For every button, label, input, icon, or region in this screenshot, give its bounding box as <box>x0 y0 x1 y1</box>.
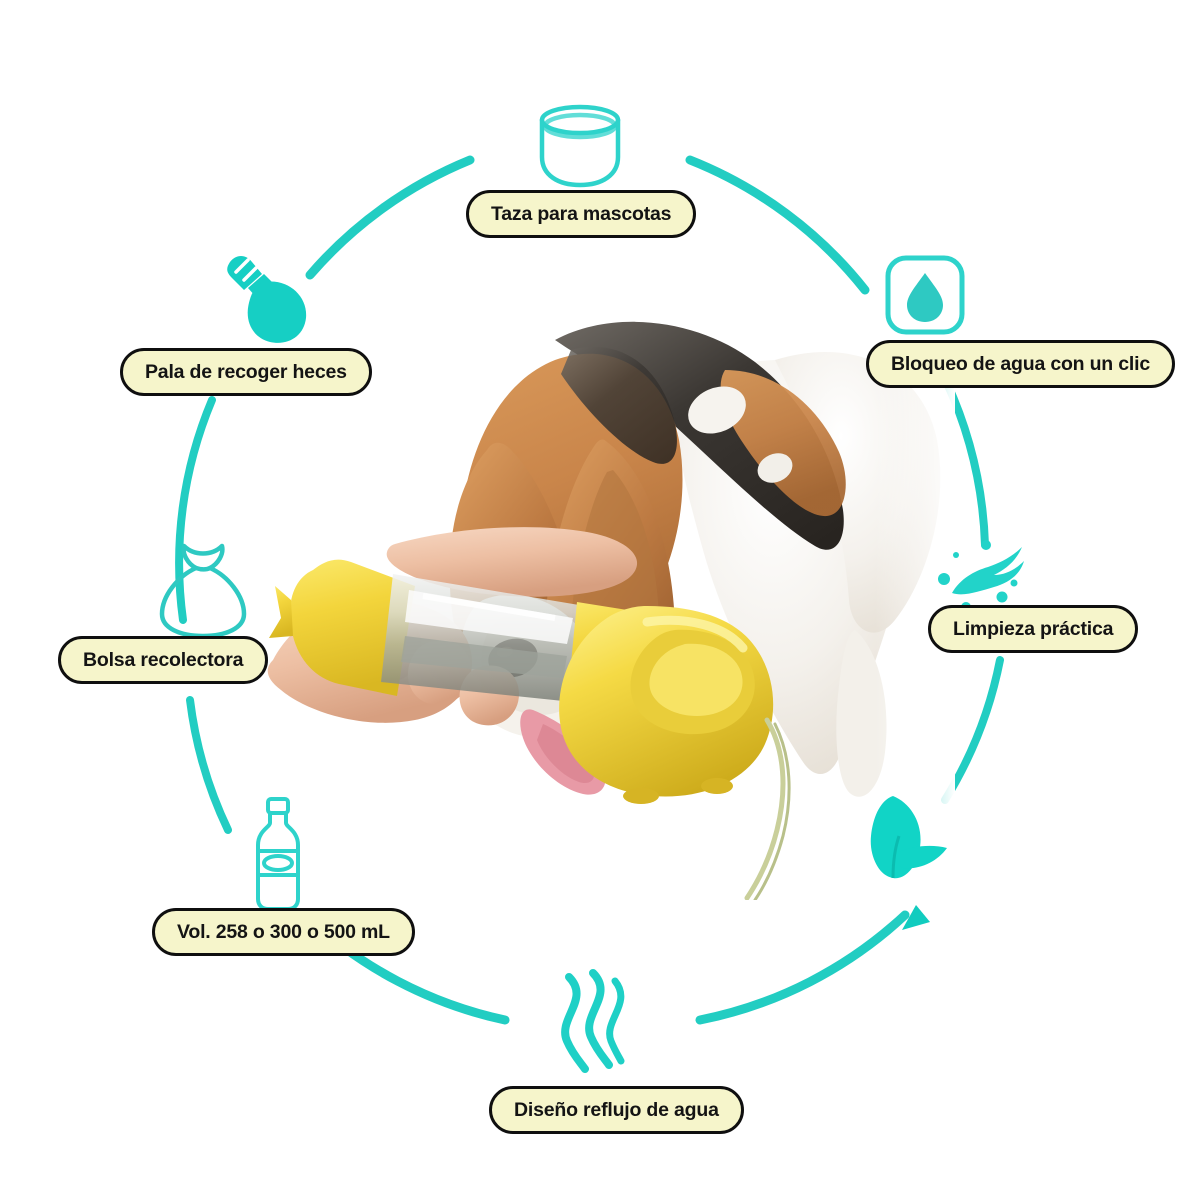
product-photo-illustration <box>267 300 955 900</box>
shovel-scoop-icon <box>227 256 307 343</box>
water-drop-lock-icon <box>885 255 965 335</box>
feature-label-poop-scoop[interactable]: Pala de recoger heces <box>120 348 372 396</box>
water-splash-icon <box>938 540 1024 612</box>
pet-water-bottle-product <box>269 559 791 900</box>
tied-bag-icon <box>159 543 247 639</box>
feature-label-text: Vol. 258 o 300 o 500 mL <box>177 920 390 943</box>
arc-segment-leftlower <box>186 696 232 834</box>
feature-label-easy-clean[interactable]: Limpieza práctica <box>928 605 1139 653</box>
dog-illustration <box>449 300 955 900</box>
pet-cup-icon <box>539 104 621 188</box>
arc-segment-topleft <box>305 155 475 280</box>
feature-label-collection-bag[interactable]: Bolsa recolectora <box>58 636 269 684</box>
feature-label-text: Limpieza práctica <box>953 617 1114 640</box>
feature-label-pet-cup[interactable]: Taza para mascotas <box>466 190 697 238</box>
feature-label-volume[interactable]: Vol. 258 o 300 o 500 mL <box>152 908 415 956</box>
feature-label-text: Diseño reflujo de agua <box>514 1098 719 1121</box>
feature-label-text: Pala de recoger heces <box>145 360 347 383</box>
arc-arrowhead <box>902 905 930 930</box>
feature-label-text: Taza para mascotas <box>491 202 672 225</box>
leaf-icon <box>870 796 947 879</box>
feature-label-water-lock[interactable]: Bloqueo de agua con un clic <box>866 340 1175 388</box>
product-photo <box>255 300 955 900</box>
feature-label-backflow-design[interactable]: Diseño reflujo de agua <box>489 1086 744 1134</box>
feature-label-text: Bloqueo de agua con un clic <box>891 352 1150 375</box>
arc-segment-bottomright <box>695 910 910 1025</box>
feature-label-text: Bolsa recolectora <box>83 648 244 671</box>
water-flow-waves-icon <box>561 969 625 1073</box>
bottle-icon <box>256 797 300 911</box>
arc-segment-topright <box>685 155 870 295</box>
